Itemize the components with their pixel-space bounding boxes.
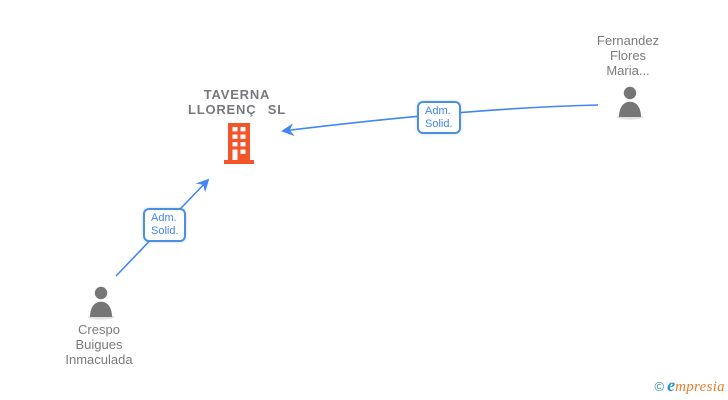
person-name-line: Flores xyxy=(609,48,647,63)
person-icon[interactable] xyxy=(87,284,115,320)
person-name-line: Crespo xyxy=(78,322,120,337)
person-name-line: Maria... xyxy=(606,63,650,78)
edge-label-line: Solid. xyxy=(151,225,179,237)
person-node-fernandez[interactable]: Fernandez Flores Maria... xyxy=(558,33,698,78)
building-icon[interactable] xyxy=(224,123,254,164)
company-name-line: TAVERNA xyxy=(203,87,271,102)
brand-initial: e xyxy=(667,375,676,395)
brand-name: empresia xyxy=(667,375,725,396)
edge-label-adm-solid: Adm. Solid. xyxy=(143,208,186,242)
person-name-line: Buigues xyxy=(75,337,123,352)
copyright-icon: © xyxy=(654,379,665,394)
company-node-label[interactable]: TAVERNA LLORENÇ SL xyxy=(152,87,322,117)
edge-label-adm-solid: Adm. Solid. xyxy=(417,101,461,134)
edge-label-line: Adm. xyxy=(151,212,177,224)
person-node-crespo[interactable]: Crespo Buigues Inmaculada xyxy=(29,322,169,367)
person-name-line: Inmaculada xyxy=(65,352,133,367)
edge-label-line: Solid. xyxy=(425,118,453,130)
person-icon[interactable] xyxy=(616,84,644,120)
empresia-watermark: © empresia xyxy=(655,375,725,396)
edge-label-line: Adm. xyxy=(425,105,451,117)
person-name-line: Fernandez xyxy=(596,33,660,48)
company-name-line: LLORENÇ SL xyxy=(187,102,287,117)
brand-rest: mpresia xyxy=(675,379,725,395)
